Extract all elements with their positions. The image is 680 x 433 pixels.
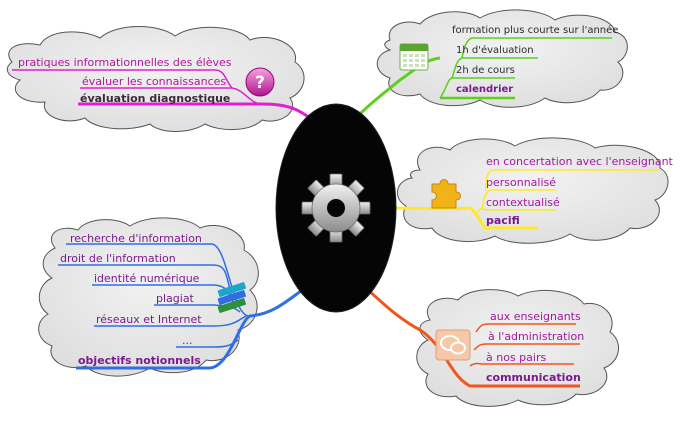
chat-bubbles-icon [435, 329, 471, 361]
calendrier-item-1: formation plus courte sur l'année [452, 25, 619, 36]
connector-communication [367, 288, 580, 388]
connector-communication-sub2 [473, 343, 580, 351]
connector-calendrier-sub2 [451, 57, 538, 79]
communication-item-3: à nos pairs [486, 351, 547, 364]
svg-text:?: ? [255, 73, 265, 93]
objectifs-item-5: réseaux et Internet [96, 313, 202, 326]
connector-calendrier-sub1 [439, 77, 515, 99]
evaluation-item-1: pratiques informationnelles des élèves [18, 56, 232, 69]
connector-evaluation-sub2 [12, 69, 233, 89]
question-mark-icon: ? [245, 67, 275, 97]
connector-pacifi-sub3 [485, 169, 660, 191]
cloud-communication [416, 289, 619, 407]
calendrier-title: calendrier [456, 84, 514, 95]
calendar-icon [399, 43, 429, 71]
connector-objectifs-sub1 [66, 243, 251, 317]
calendrier-item-2: 1h d'évaluation [456, 45, 534, 56]
connector-evaluation-sub1 [80, 87, 263, 105]
pacifi-item-2: personnalisé [486, 176, 557, 189]
connector-objectifs-sub6 [176, 339, 239, 348]
evaluation-title: évaluation diagnostique [80, 92, 231, 105]
objectifs-title: objectifs notionnels [78, 354, 201, 367]
puzzle-piece-icon [431, 179, 461, 209]
communication-title: communication [486, 371, 581, 384]
connector-objectifs-sub5 [94, 315, 247, 327]
objectifs-item-6: ... [182, 334, 193, 347]
objectifs-item-2: droit de l'information [60, 252, 176, 265]
objectifs-item-4: plagiat [156, 292, 194, 305]
objectifs-item-1: recherche d'information [70, 232, 202, 245]
cloud-objectifs [38, 217, 259, 377]
books-icon [217, 282, 246, 313]
pacifi-item-1: en concertation avec l'enseignant [486, 155, 673, 168]
connector-pacifi [391, 206, 538, 230]
evaluation-item-2: évaluer les connaissances [82, 75, 227, 88]
objectifs-item-3: identité numérique [94, 272, 200, 285]
connector-communication-sub3 [475, 323, 576, 333]
connector-calendrier [350, 56, 441, 124]
connector-pacifi-sub2 [481, 189, 556, 211]
pacifi-title: pacifi [486, 214, 520, 227]
calendrier-item-3: 2h de cours [456, 65, 515, 76]
communication-item-1: aux enseignants [490, 310, 581, 323]
connector-calendrier-sub3 [461, 37, 612, 59]
communication-item-2: à l'administration [488, 330, 585, 343]
connector-communication-sub1 [469, 362, 574, 367]
pacifi-item-3: contextualisé [486, 196, 560, 209]
gear-icon [301, 173, 371, 243]
